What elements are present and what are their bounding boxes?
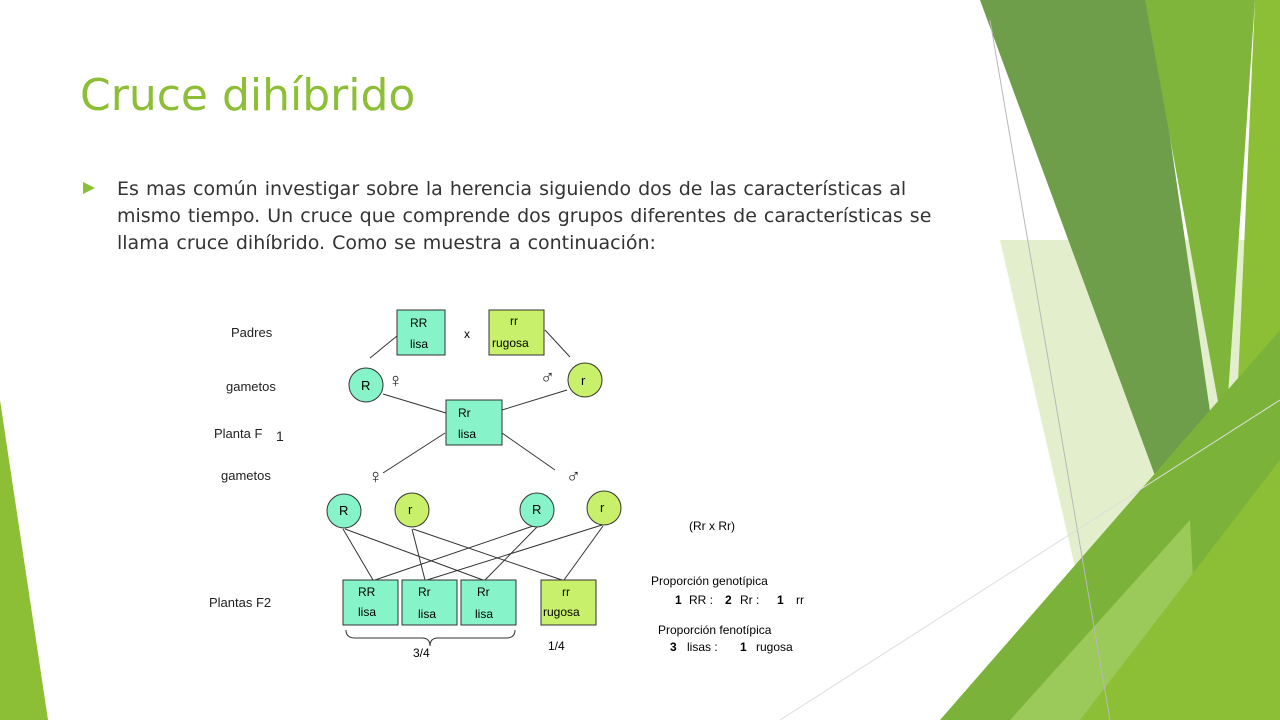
- f2-4-genotype: rr: [562, 585, 570, 599]
- f2-box-4: rr rugosa: [540, 579, 597, 626]
- female-symbol-icon: ♀: [368, 466, 383, 488]
- phenotypic-ratio-value: 1: [740, 640, 747, 654]
- label-plantas-f2: Plantas F2: [209, 595, 271, 610]
- f2-3-phenotype: lisa: [475, 607, 493, 621]
- deco-thin-line: [989, 19, 1111, 720]
- f1-phenotype: lisa: [458, 427, 476, 441]
- phenotypic-ratio-label: lisas :: [687, 640, 718, 654]
- slide-body-text: Es mas común investigar sobre la herenci…: [117, 178, 932, 254]
- f2-3-genotype: Rr: [477, 585, 490, 599]
- label-gametos-1: gametos: [226, 379, 276, 394]
- connector-line: [563, 525, 604, 581]
- connector-line: [382, 432, 446, 474]
- connector-line: [501, 389, 568, 411]
- gamete-2-allele-4: r: [600, 500, 605, 515]
- gamete-circle-dominant: R: [348, 367, 384, 403]
- gamete-2-circle-2: r: [394, 492, 430, 528]
- phenotypic-ratio-title: Proporción fenotípica: [658, 623, 772, 637]
- genotypic-ratio-label: RR :: [689, 593, 713, 607]
- genotypic-ratio-title: Proporción genotípica: [651, 574, 768, 588]
- genotypic-ratio-value: 2: [725, 593, 732, 607]
- f2-1-phenotype: lisa: [358, 605, 376, 619]
- f2-1-genotype: RR: [358, 585, 376, 599]
- connector-line: [426, 524, 603, 581]
- gamete-2-allele-2: r: [408, 502, 413, 517]
- genotypic-ratio-value: 1: [777, 593, 784, 607]
- gamete-2-circle-3: R: [519, 492, 555, 528]
- connector-line: [411, 528, 426, 581]
- phenotypic-ratio-label: rugosa: [756, 640, 793, 654]
- label-padres: Padres: [231, 325, 273, 340]
- fraction-dominant: 3/4: [413, 646, 430, 660]
- connector-line: [412, 528, 563, 581]
- cross-symbol: x: [464, 327, 470, 341]
- deco-bottom-lime-triangle: [1080, 460, 1280, 720]
- label-gametos-2: gametos: [221, 468, 271, 483]
- parent-recessive-genotype: rr: [510, 314, 518, 328]
- f2-2-phenotype: lisa: [418, 607, 436, 621]
- gamete-2-circle-4: r: [586, 490, 622, 526]
- label-planta-f1-subscript: 1: [276, 428, 284, 444]
- genotypic-ratio-label: Rr :: [740, 593, 759, 607]
- gamete-circle-recessive: r: [567, 362, 603, 398]
- deco-thin-line-bottom: [779, 399, 1280, 720]
- connector-line: [544, 329, 571, 358]
- connector-line: [344, 528, 484, 581]
- f2-box-2: Rr lisa: [401, 579, 458, 626]
- parent-box-dominant: RR lisa: [396, 309, 446, 356]
- gamete-2-allele-3: R: [532, 502, 541, 517]
- genotypic-ratio-label: rr: [796, 593, 804, 607]
- phenotypic-ratio-value: 3: [670, 640, 677, 654]
- parent-dominant-genotype: RR: [410, 316, 428, 330]
- gamete-2-circle-1: R: [326, 493, 362, 529]
- f1-genotype: Rr: [458, 406, 471, 420]
- brace-three-quarters: [345, 629, 516, 647]
- f1-box: Rr lisa: [445, 399, 503, 446]
- connector-line: [501, 432, 556, 471]
- male-symbol-icon: ♂: [540, 367, 555, 389]
- deco-right-lime-edge: [1235, 0, 1280, 450]
- deco-right-green-stripe: [1145, 0, 1255, 440]
- male-symbol-icon: ♂: [566, 466, 581, 488]
- parent-dominant-phenotype: lisa: [410, 337, 428, 351]
- label-planta-f1: Planta F: [214, 426, 262, 441]
- f2-4-phenotype: rugosa: [543, 605, 580, 619]
- slide-title: Cruce dihíbrido: [80, 70, 416, 121]
- parent-recessive-phenotype: rugosa: [492, 336, 529, 350]
- cross-notation: (Rr x Rr): [689, 519, 735, 533]
- female-symbol-icon: ♀: [388, 370, 403, 392]
- gamete-2-allele-1: R: [339, 503, 348, 518]
- connector-line: [374, 524, 537, 581]
- parent-box-recessive: rr rugosa: [488, 309, 545, 356]
- deco-right-dark-green-stripe: [980, 0, 1220, 530]
- connector-line: [369, 335, 398, 359]
- connector-line: [382, 393, 447, 414]
- dihybrid-cross-diagram: Padres gametos Planta F 1 gametos Planta…: [209, 309, 804, 660]
- deco-left-green-wedge: [0, 400, 48, 720]
- connector-line: [342, 528, 374, 581]
- f2-box-1: RR lisa: [342, 579, 399, 626]
- f2-box-3: Rr lisa: [460, 579, 517, 626]
- f2-2-genotype: Rr: [418, 585, 431, 599]
- genotypic-ratio-value: 1: [675, 593, 682, 607]
- gamete-1-dominant-allele: R: [361, 378, 370, 393]
- fraction-recessive: 1/4: [548, 639, 565, 653]
- bullet-arrow-icon: [83, 182, 95, 194]
- gamete-1-recessive-allele: r: [581, 373, 586, 388]
